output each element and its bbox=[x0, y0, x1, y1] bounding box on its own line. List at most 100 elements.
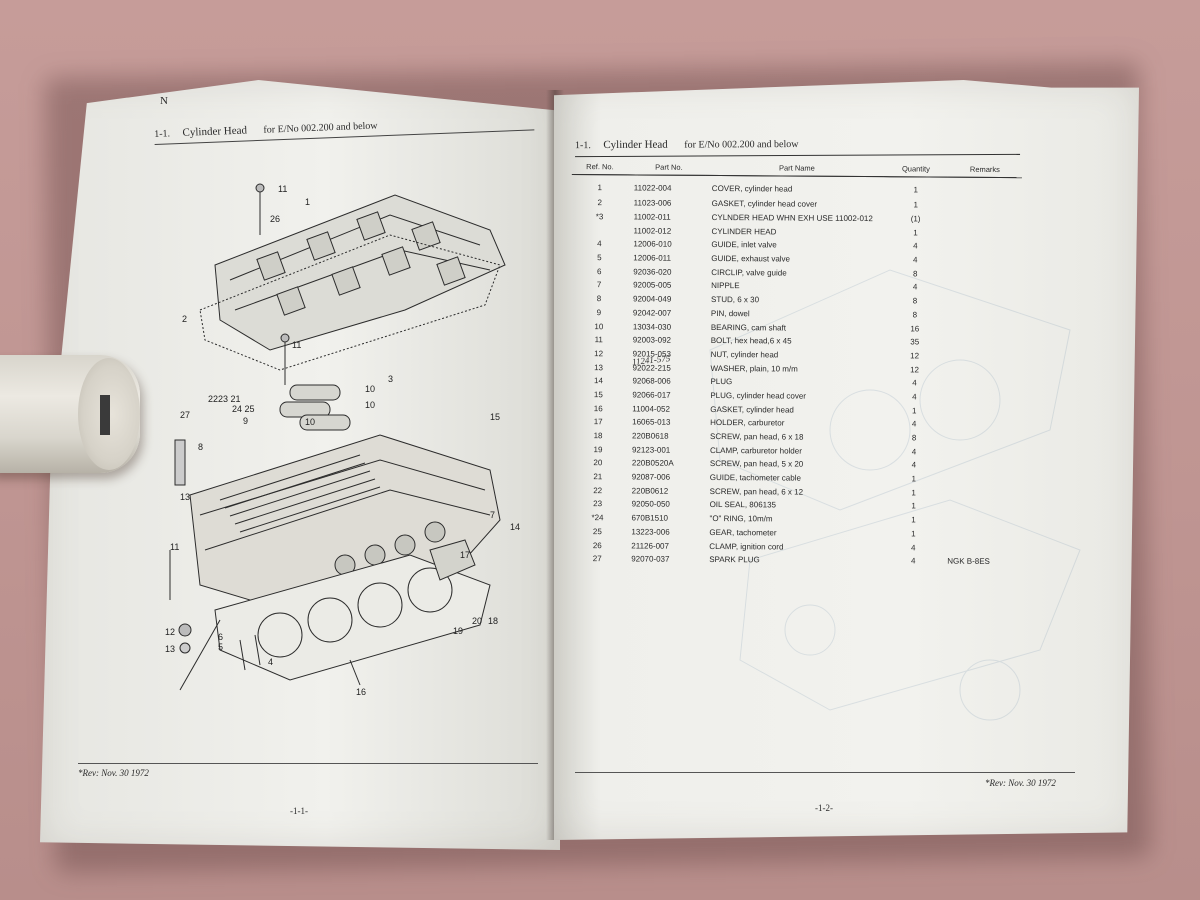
cell-ref-no: *24 bbox=[591, 513, 604, 523]
svg-text:19: 19 bbox=[453, 626, 463, 636]
svg-text:11: 11 bbox=[170, 542, 179, 552]
cell-ref-no bbox=[571, 223, 627, 237]
cell-remarks bbox=[946, 486, 1020, 500]
cell-part-name: GASKET, cylinder head bbox=[710, 404, 794, 415]
cell-quantity: 4 bbox=[912, 392, 917, 402]
cell-quantity: 1 bbox=[911, 488, 916, 498]
cell-part-name: STUD, 6 x 30 bbox=[710, 295, 760, 305]
cell-part-no: 11002-012 bbox=[633, 226, 672, 236]
cell-quantity: 8 bbox=[912, 310, 918, 320]
cell-part-no: 11022-004 bbox=[633, 183, 672, 193]
cell-remarks bbox=[945, 513, 1019, 527]
right-revision-note: *Rev: Nov. 30 1972 bbox=[985, 778, 1056, 788]
paper-weight-label bbox=[100, 395, 110, 435]
svg-text:2: 2 bbox=[182, 314, 187, 324]
cell-ref-no: 25 bbox=[592, 526, 602, 537]
svg-text:4: 4 bbox=[268, 657, 273, 667]
svg-text:10: 10 bbox=[305, 417, 315, 427]
cell-remarks bbox=[946, 418, 1020, 432]
cell-part-no: 220B0520A bbox=[631, 458, 674, 469]
cell-quantity: 8 bbox=[912, 296, 918, 306]
cell-remarks bbox=[946, 472, 1020, 486]
cell-part-name: CLAMP, carburetor holder bbox=[709, 445, 802, 456]
cell-ref-no: 6 bbox=[596, 266, 602, 276]
cell-quantity: 1 bbox=[913, 200, 918, 210]
cell-quantity: (1) bbox=[910, 214, 921, 224]
cell-remarks bbox=[947, 240, 1021, 254]
cell-quantity: 4 bbox=[911, 542, 916, 552]
cell-remarks bbox=[946, 390, 1020, 404]
cell-ref-no: 10 bbox=[594, 321, 604, 331]
cell-quantity: 1 bbox=[913, 228, 918, 238]
cell-remarks bbox=[946, 431, 1020, 445]
cell-part-name: GASKET, cylinder head cover bbox=[711, 199, 818, 210]
col-part-no: Part No. bbox=[627, 160, 706, 176]
cell-ref-no: 27 bbox=[592, 554, 602, 564]
cell-quantity: 1 bbox=[913, 185, 919, 195]
cell-quantity: 4 bbox=[912, 282, 918, 292]
svg-text:11: 11 bbox=[292, 340, 301, 350]
cell-ref-no: 26 bbox=[592, 540, 602, 550]
applicability: for E/No 002.200 and below bbox=[263, 120, 378, 136]
svg-text:27: 27 bbox=[180, 410, 190, 420]
cell-quantity: 4 bbox=[911, 460, 917, 470]
cell-ref-no: 7 bbox=[596, 280, 602, 290]
svg-text:1: 1 bbox=[305, 197, 310, 207]
cell-quantity: 4 bbox=[911, 419, 917, 429]
cell-part-no: 13223-006 bbox=[631, 527, 670, 537]
cell-part-name: CYLINDER HEAD bbox=[711, 226, 777, 237]
svg-text:24 25: 24 25 bbox=[232, 404, 255, 414]
cell-part-name: PLUG, cylinder head cover bbox=[710, 390, 806, 401]
cell-remarks bbox=[947, 349, 1021, 363]
cell-part-no: 12006-011 bbox=[633, 253, 672, 263]
cell-part-name: SPARK PLUG bbox=[709, 555, 760, 565]
cell-part-no: 92087-006 bbox=[631, 472, 671, 482]
cell-part-no: 92042-007 bbox=[632, 308, 672, 318]
svg-text:17: 17 bbox=[460, 550, 470, 560]
cell-quantity: 4 bbox=[910, 556, 916, 566]
svg-text:16: 16 bbox=[356, 687, 366, 697]
cell-part-name: HOLDER, carburetor bbox=[710, 418, 785, 428]
cell-part-no: 92123-001 bbox=[631, 445, 671, 455]
right-page-header: 1-1. Cylinder Head for E/No 002.200 and … bbox=[575, 137, 1021, 158]
cell-ref-no: 5 bbox=[597, 253, 602, 263]
cell-remarks bbox=[946, 500, 1020, 514]
cell-ref-no: *3 bbox=[595, 212, 604, 222]
cell-part-no: 13034-030 bbox=[632, 321, 672, 332]
cell-ref-no: 13 bbox=[594, 362, 604, 372]
svg-text:13: 13 bbox=[180, 492, 190, 502]
cell-remarks bbox=[947, 322, 1021, 336]
cell-ref-no: 4 bbox=[597, 239, 602, 249]
cell-part-name: PIN, dowel bbox=[710, 308, 750, 319]
svg-text:12: 12 bbox=[165, 627, 175, 637]
svg-text:13: 13 bbox=[165, 644, 175, 654]
svg-text:5: 5 bbox=[218, 642, 223, 652]
cell-part-no: 92004-049 bbox=[632, 294, 672, 304]
col-ref-no: Ref. No. bbox=[571, 160, 628, 175]
cell-remarks bbox=[948, 177, 1022, 199]
col-part-name: Part Name bbox=[705, 160, 884, 177]
cell-ref-no: 9 bbox=[596, 308, 602, 318]
cell-ref-no: 2 bbox=[597, 198, 602, 208]
svg-text:7: 7 bbox=[490, 510, 495, 520]
section-number: 1-1. bbox=[154, 128, 171, 140]
cell-part-name: BOLT, hex head,6 x 45 bbox=[710, 336, 792, 346]
cell-remarks bbox=[947, 335, 1021, 349]
svg-text:8: 8 bbox=[198, 442, 203, 452]
cell-part-name: NUT, cylinder head bbox=[710, 349, 779, 360]
cell-remarks: NGK B-8ES bbox=[947, 556, 990, 567]
cell-quantity: 12 bbox=[910, 351, 920, 361]
cell-remarks bbox=[948, 212, 1022, 226]
cell-remarks bbox=[946, 459, 1020, 473]
cell-ref-no: 11 bbox=[594, 335, 603, 345]
cell-remarks bbox=[946, 445, 1020, 459]
cell-part-no: 92003-092 bbox=[632, 335, 672, 345]
cell-part-no: 21126-007 bbox=[631, 540, 670, 551]
cell-quantity: 4 bbox=[913, 241, 918, 251]
cell-part-no: 92005-005 bbox=[633, 280, 672, 291]
svg-text:11: 11 bbox=[278, 184, 287, 194]
cell-quantity: 4 bbox=[911, 447, 917, 457]
cell-remarks bbox=[947, 253, 1021, 267]
cell-quantity: 1 bbox=[911, 474, 917, 484]
cell-part-no: 92036-020 bbox=[633, 267, 672, 277]
